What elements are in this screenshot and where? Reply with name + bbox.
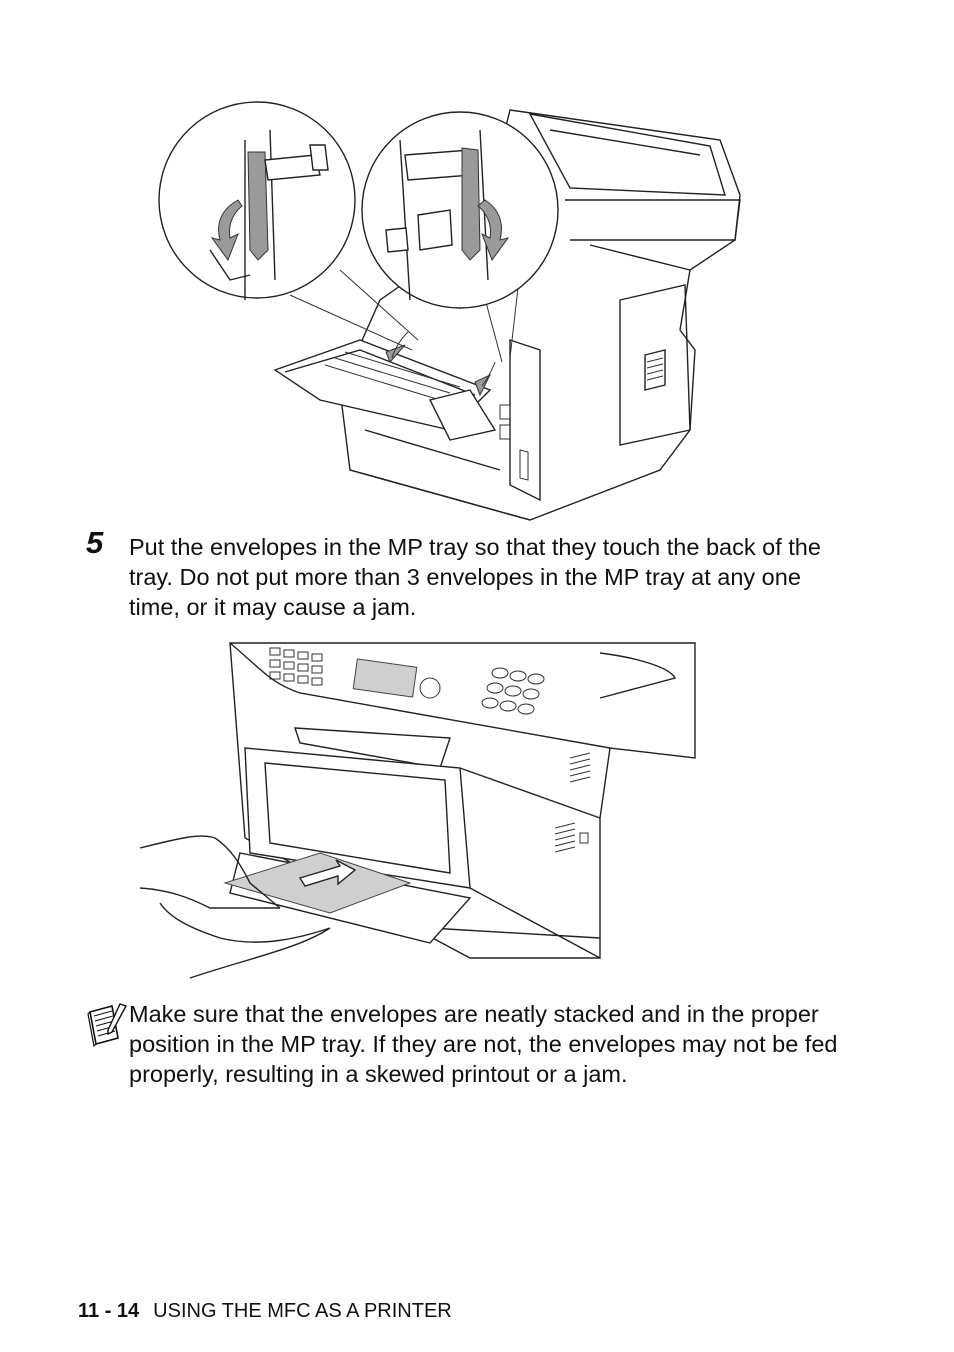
- step-instruction: Put the envelopes in the MP tray so that…: [129, 534, 821, 620]
- magnify-circle-right: [361, 111, 559, 309]
- mp-tray-with-envelope: [223, 852, 472, 944]
- insert-arrow-icon: [298, 859, 357, 887]
- keypad: [269, 647, 545, 715]
- note-icon: [87, 1003, 128, 1048]
- arrow-down-icon: [210, 199, 243, 262]
- page-number: 11 - 14: [78, 1300, 140, 1322]
- arrow-down-icon: [477, 199, 510, 262]
- mp-tray-open: [273, 339, 497, 441]
- page-footer: 11 - 14 USING THE MFC AS A PRINTER: [78, 1300, 452, 1323]
- envelope: [223, 852, 412, 914]
- magnify-circle-left: [158, 101, 356, 300]
- rear-view-illustration: [158, 101, 741, 521]
- chapter-title: USING THE MFC AS A PRINTER: [153, 1300, 452, 1322]
- note-text: Make sure that the envelopes are neatly …: [129, 1001, 838, 1087]
- hands: [139, 835, 331, 979]
- step-number: 5: [86, 525, 104, 560]
- envelope-loading-illustration: [139, 642, 696, 979]
